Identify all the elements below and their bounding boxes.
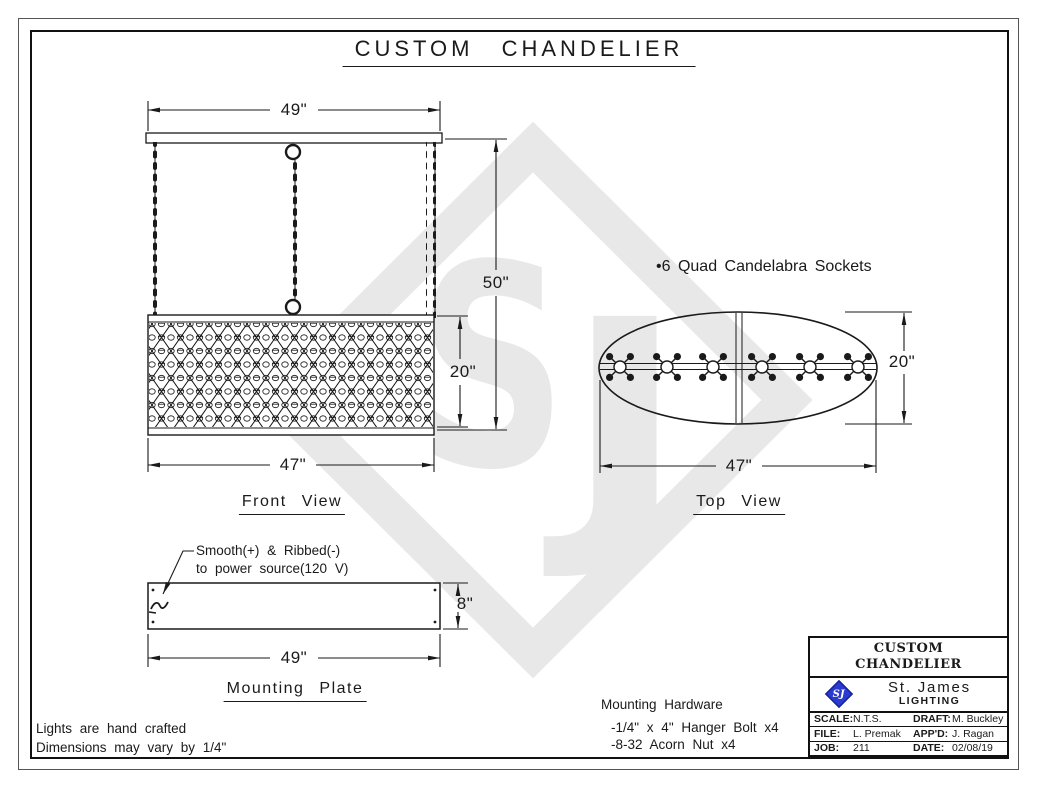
dim-label-plate-width: 49" bbox=[280, 648, 308, 667]
hardware-item: -8-32 Acorn Nut x4 bbox=[611, 737, 736, 752]
chain-center bbox=[288, 159, 298, 300]
screw-holes bbox=[151, 588, 437, 624]
wire-symbol bbox=[150, 601, 169, 610]
mounting-plate-outline bbox=[147, 582, 441, 630]
hardware-heading: Mounting Hardware bbox=[601, 697, 723, 712]
hardware-item: -1/4" x 4" Hanger Bolt x4 bbox=[611, 720, 779, 735]
dimension-plate-width bbox=[147, 634, 441, 667]
field-value: J. Ragan bbox=[952, 727, 995, 740]
field-value: L. Premak bbox=[853, 727, 901, 740]
part-name-line1: CUSTOM bbox=[873, 641, 944, 656]
canopy-bar bbox=[145, 132, 443, 144]
page-title: CUSTOM CHANDELIER bbox=[342, 36, 696, 67]
chain-left bbox=[148, 142, 158, 318]
oval-frame bbox=[598, 311, 878, 425]
front-view-label: Front View bbox=[238, 493, 346, 515]
field-label: DATE: bbox=[913, 742, 945, 755]
dimension-plate-height bbox=[443, 582, 468, 630]
top-view-label: Top View bbox=[693, 493, 785, 515]
wire-symbol-tail bbox=[148, 611, 157, 614]
candelabra-socket bbox=[606, 353, 634, 381]
candelabra-socket bbox=[699, 353, 727, 381]
title-block-row: FILE: L. Premak APP'D: J. Ragan bbox=[810, 727, 1007, 742]
sheet-outer-border bbox=[18, 18, 1019, 770]
hanging-ring-bottom bbox=[284, 298, 302, 316]
dim-label-top-width: 47" bbox=[725, 456, 753, 475]
field-draft: DRAFT: M. Buckley bbox=[909, 713, 1007, 725]
footnote-handcrafted: Lights are hand crafted bbox=[36, 721, 187, 736]
candelabra-socket bbox=[844, 353, 872, 381]
crystal-band bbox=[147, 314, 435, 436]
candelabra-socket bbox=[748, 353, 776, 381]
field-value: M. Buckley bbox=[952, 713, 1004, 726]
field-date: DATE: 02/08/19 bbox=[909, 742, 1007, 754]
field-job: JOB: 211 bbox=[810, 742, 909, 754]
field-file: FILE: L. Premak bbox=[810, 728, 909, 740]
dimension-top-depth bbox=[845, 311, 912, 425]
leader-arrow bbox=[162, 550, 194, 595]
field-label: APP'D: bbox=[913, 727, 949, 740]
dimension-front-canopy-width bbox=[147, 101, 441, 131]
company-subtitle: LIGHTING bbox=[898, 695, 961, 708]
candelabra-socket bbox=[653, 353, 681, 381]
footnote-tolerance: Dimensions may vary by 1/4" bbox=[36, 740, 227, 755]
field-label: SCALE: bbox=[814, 713, 854, 726]
field-value: N.T.S. bbox=[853, 713, 882, 726]
dimension-front-overall-height bbox=[437, 138, 507, 431]
dim-label-front-overall-height: 50" bbox=[482, 273, 510, 292]
mounting-plate-label: Mounting Plate bbox=[223, 680, 367, 702]
candelabra-socket bbox=[796, 353, 824, 381]
company-name: St. James bbox=[888, 678, 971, 696]
candelabra-sockets bbox=[606, 353, 872, 381]
title-block-row: SCALE: N.T.S. DRAFT: M. Buckley bbox=[810, 713, 1007, 727]
dimension-top-width bbox=[599, 380, 877, 473]
brand-text: St. James LIGHTING bbox=[868, 678, 1007, 708]
hanging-ring-top bbox=[284, 143, 302, 161]
watermark-letter-s: S bbox=[417, 206, 567, 532]
title-block-part-name: CUSTOM CHANDELIER bbox=[810, 638, 1007, 678]
field-value: 02/08/19 bbox=[952, 742, 993, 755]
dimension-front-band-height bbox=[437, 315, 468, 428]
dim-label-front-band-height: 20" bbox=[449, 362, 477, 381]
dim-label-front-band-width: 47" bbox=[279, 455, 307, 474]
field-scale: SCALE: N.T.S. bbox=[810, 713, 909, 725]
top-view bbox=[598, 311, 912, 473]
front-view bbox=[145, 101, 507, 472]
watermark-letter-j: J bbox=[542, 261, 688, 587]
field-approved: APP'D: J. Ragan bbox=[909, 728, 1007, 740]
sockets-annotation: •6 Quad Candelabra Sockets bbox=[656, 258, 872, 275]
field-label: JOB: bbox=[814, 742, 840, 755]
field-label: FILE: bbox=[814, 727, 841, 740]
dimension-front-band-width bbox=[147, 438, 435, 472]
chain-right bbox=[426, 142, 436, 318]
part-name-line2: CHANDELIER bbox=[855, 657, 962, 673]
field-value: 211 bbox=[853, 742, 870, 755]
frame-center-rails bbox=[600, 313, 876, 423]
power-note-line2: to power source(120 V) bbox=[196, 561, 349, 576]
logo-text: SJ bbox=[833, 688, 845, 700]
title-block-brand-row: SJ St. James LIGHTING bbox=[810, 678, 1007, 713]
power-note-line1: Smooth(+) & Ribbed(-) bbox=[196, 543, 341, 558]
dim-label-plate-height: 8" bbox=[456, 594, 474, 613]
sj-diamond-logo-icon: SJ bbox=[824, 679, 854, 709]
title-block-row: JOB: 211 DATE: 02/08/19 bbox=[810, 742, 1007, 756]
mounting-plate-view bbox=[147, 550, 468, 667]
dim-label-front-canopy-width: 49" bbox=[280, 100, 308, 119]
field-label: DRAFT: bbox=[913, 713, 951, 726]
title-block: CUSTOM CHANDELIER SJ St. James LIGHTING … bbox=[808, 636, 1009, 757]
dim-label-top-depth: 20" bbox=[888, 352, 916, 371]
sheet-inner-border bbox=[30, 30, 1009, 759]
logo-wrap: SJ bbox=[810, 679, 868, 709]
